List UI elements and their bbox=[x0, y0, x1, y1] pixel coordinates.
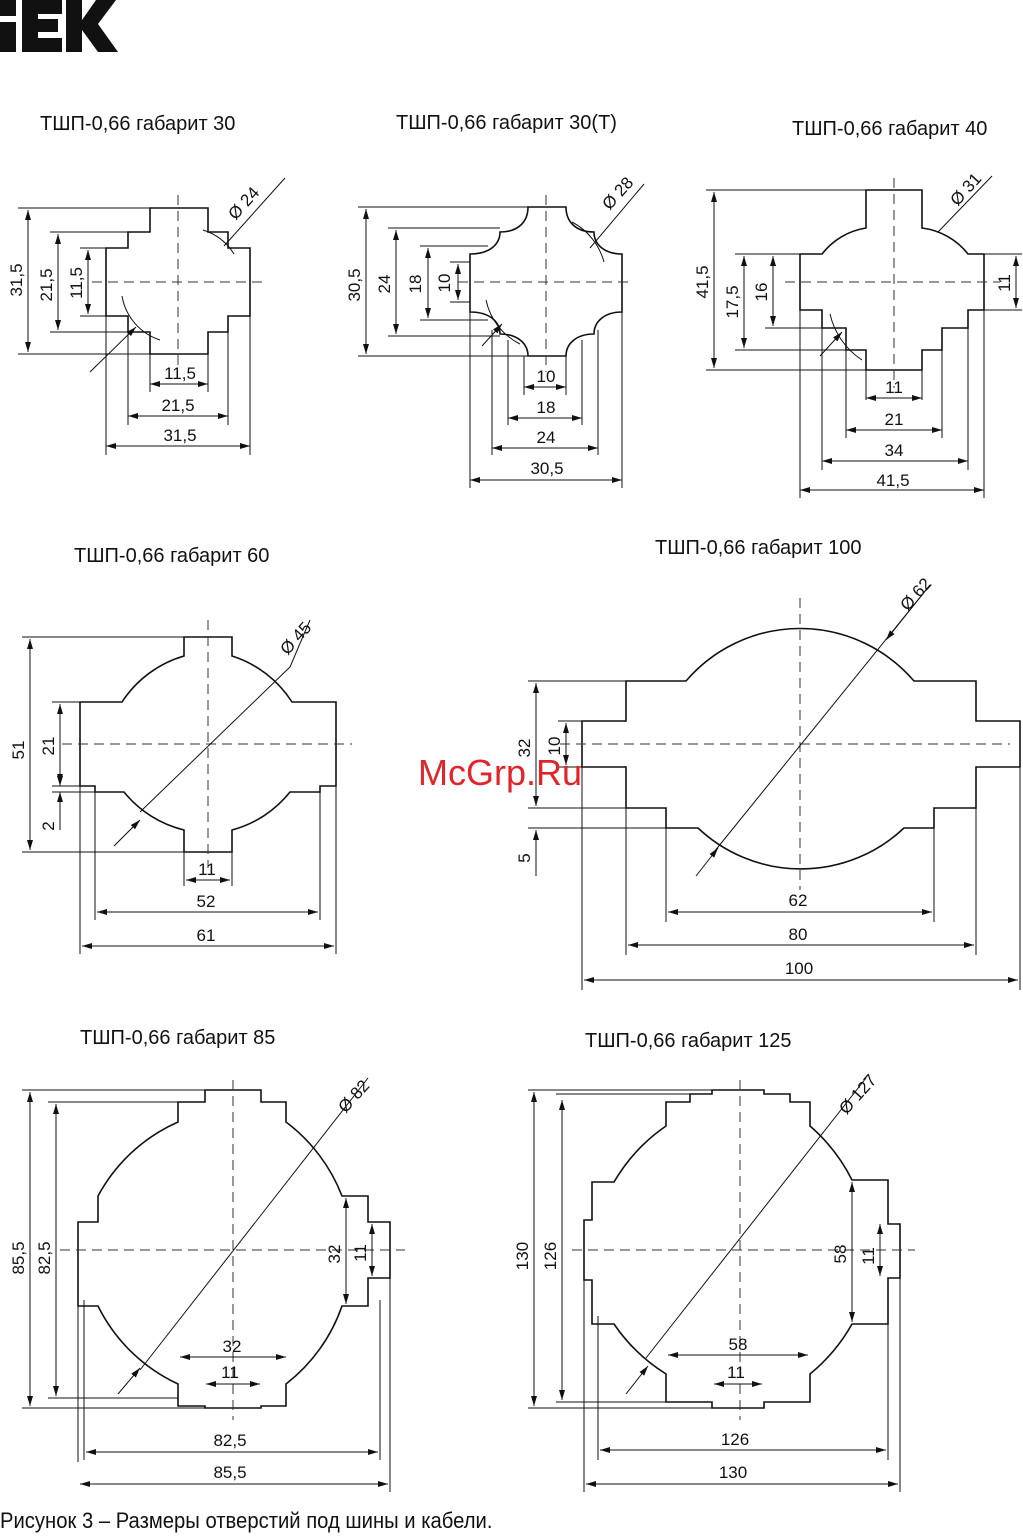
figure-title: ТШП-0,66 габарит 30 bbox=[40, 113, 236, 135]
diameter-leader bbox=[89, 326, 137, 373]
diameter-leader bbox=[625, 1365, 649, 1395]
dimension-label: 62 bbox=[789, 891, 808, 910]
dimension-label: 17,5 bbox=[723, 285, 742, 318]
dimension-label: 21 bbox=[885, 410, 904, 429]
dimension-label: 130 bbox=[719, 1463, 747, 1482]
diameter-leader bbox=[885, 584, 931, 641]
dimension-label: 51 bbox=[9, 741, 28, 760]
dimension-label: 32 bbox=[325, 1245, 344, 1264]
diameter-leader bbox=[113, 819, 141, 847]
diameter-leader bbox=[645, 1077, 867, 1359]
figure-gabarit-30t: 30,5 24 18 10 10 18 24 30,5 Ø 28 bbox=[345, 173, 645, 488]
dimension-label: 41,5 bbox=[693, 265, 712, 298]
dimension-label: 32 bbox=[515, 739, 534, 758]
diameter-arc bbox=[571, 221, 605, 263]
dimension-label: 11 bbox=[198, 860, 216, 879]
figure-gabarit-30: 31,5 21,5 11,5 11,5 21,5 31,5 Ø 24 bbox=[7, 177, 286, 455]
dimension-label: 5 bbox=[515, 853, 534, 862]
diameter-leader bbox=[139, 1077, 369, 1371]
dimension-label: Ø 28 bbox=[599, 173, 638, 213]
watermark: McGrp.Ru bbox=[418, 752, 583, 793]
dimension-label: 80 bbox=[789, 925, 808, 944]
dimension-label: 11 bbox=[995, 274, 1014, 292]
dimension-label: 30,5 bbox=[530, 459, 563, 478]
dimension-label: Ø 24 bbox=[225, 183, 264, 223]
dimension-label: 126 bbox=[541, 1242, 560, 1270]
diameter-arc bbox=[202, 229, 235, 255]
dimension-label: 11 bbox=[885, 378, 903, 397]
dimension-label: 10 bbox=[435, 274, 454, 293]
dimension-label: 31,5 bbox=[163, 426, 196, 445]
dimension-label: 52 bbox=[197, 892, 216, 911]
dimension-label: 34 bbox=[885, 441, 904, 460]
dimension-label: 11 bbox=[351, 1244, 370, 1262]
diameter-leader bbox=[819, 331, 843, 357]
dimension-label: 82,5 bbox=[213, 1431, 246, 1450]
dimension-label: 31,5 bbox=[7, 263, 26, 296]
figure-gabarit-60: 51 21 2 11 52 61 Ø 45 bbox=[9, 618, 352, 954]
dimension-label: 18 bbox=[406, 275, 425, 294]
diameter-leader bbox=[117, 1367, 141, 1395]
hole-outline bbox=[581, 627, 1021, 870]
dimension-label: 21,5 bbox=[161, 396, 194, 415]
dimension-label: 130 bbox=[513, 1242, 532, 1270]
dimension-label: 10 bbox=[537, 367, 556, 386]
figure-caption: Рисунок 3 – Размеры отверстий под шины и… bbox=[0, 1508, 493, 1533]
dimension-label: 16 bbox=[752, 283, 771, 302]
diameter-leader bbox=[289, 619, 311, 668]
hole-outline bbox=[799, 189, 985, 371]
dimension-label: 11,5 bbox=[164, 364, 196, 383]
dimension-label: 11 bbox=[221, 1363, 239, 1382]
dimension-label: 85,5 bbox=[9, 1241, 28, 1274]
dimension-label: 11 bbox=[859, 1247, 878, 1265]
diameter-leader bbox=[695, 847, 719, 877]
iek-logo bbox=[0, 0, 118, 52]
dimension-label: 58 bbox=[831, 1245, 850, 1264]
dimension-label: 61 bbox=[197, 926, 216, 945]
dimension-label: 24 bbox=[375, 275, 394, 294]
dimension-label: Ø 82 bbox=[335, 1076, 374, 1116]
hole-outline bbox=[583, 1089, 901, 1409]
diameter-leader bbox=[937, 175, 993, 233]
dimension-label: 82,5 bbox=[35, 1241, 54, 1274]
dimension-label: Ø 45 bbox=[277, 618, 316, 658]
diameter-leader bbox=[589, 183, 645, 249]
dimension-label: 24 bbox=[537, 428, 556, 447]
dimension-label: 2 bbox=[39, 821, 58, 830]
dimension-label: 11 bbox=[727, 1363, 745, 1382]
figure-title: ТШП-0,66 габарит 40 bbox=[792, 118, 988, 140]
figure-gabarit-125: 130 126 58 11 58 11 126 130 Ø 127 bbox=[513, 1071, 915, 1492]
dimension-label: Ø 127 bbox=[835, 1071, 880, 1118]
dimension-label: 21,5 bbox=[37, 268, 56, 301]
dimension-label: 32 bbox=[223, 1337, 242, 1356]
diameter-leader bbox=[223, 177, 286, 247]
dimension-label: 21 bbox=[39, 737, 58, 756]
diameter-leader bbox=[481, 323, 503, 347]
diameter-leader bbox=[139, 666, 291, 813]
dimension-label: 58 bbox=[729, 1335, 748, 1354]
dimension-label: 10 bbox=[545, 737, 564, 756]
hole-outline bbox=[77, 1089, 391, 1409]
dimension-label: 126 bbox=[721, 1430, 749, 1449]
dimension-label: 85,5 bbox=[213, 1463, 246, 1482]
figure-title: ТШП-0,66 габарит 125 bbox=[585, 1030, 792, 1052]
figure-title: ТШП-0,66 габарит 60 bbox=[74, 545, 270, 567]
dimension-label: 41,5 bbox=[876, 471, 909, 490]
dimension-label: 11,5 bbox=[67, 267, 86, 299]
dimension-label: 100 bbox=[785, 959, 813, 978]
figure-gabarit-100: 32 10 5 62 80 100 Ø 62 bbox=[515, 574, 1021, 990]
figure-title: ТШП-0,66 габарит 85 bbox=[80, 1027, 276, 1049]
figure-title: ТШП-0,66 габарит 30(Т) bbox=[396, 112, 617, 134]
dimension-label: 30,5 bbox=[345, 268, 364, 301]
figure-title: ТШП-0,66 габарит 100 bbox=[655, 537, 862, 559]
diameter-arc bbox=[121, 295, 161, 341]
dimension-label: 18 bbox=[537, 398, 556, 417]
dimension-label: Ø 62 bbox=[897, 574, 936, 614]
figure-gabarit-85: 85,5 82,5 32 11 32 11 82,5 85,5 Ø 82 bbox=[9, 1076, 405, 1492]
